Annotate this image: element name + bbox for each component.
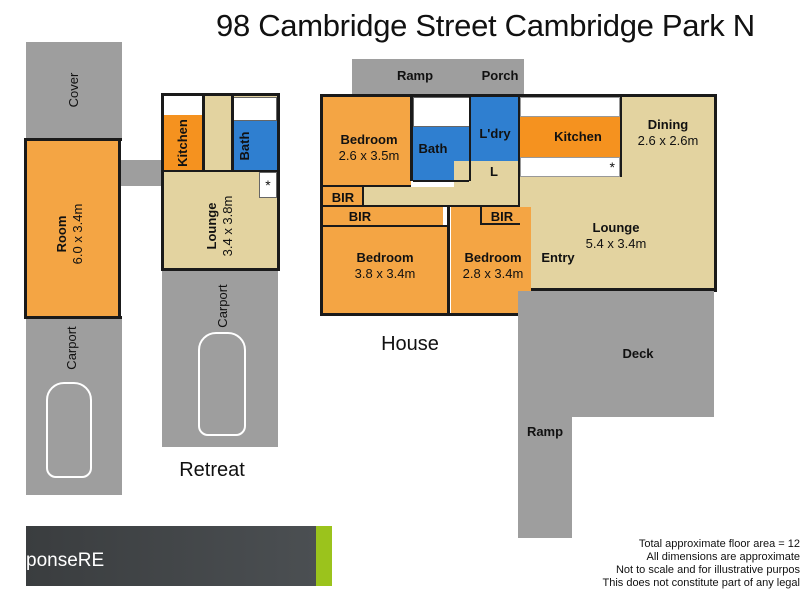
brand-banner xyxy=(26,526,316,586)
footer-line-3: Not to scale and for illustrative purpos xyxy=(615,564,800,576)
hall-label: L xyxy=(490,164,498,179)
porch-label: Porch xyxy=(481,68,519,83)
laundry-area xyxy=(471,97,519,161)
page-title: 98 Cambridge Street Cambridge Park N xyxy=(216,8,755,43)
carport-mid-area xyxy=(162,271,278,447)
house-lounge-name: Lounge xyxy=(592,220,640,235)
ramp-bottom-label: Ramp xyxy=(526,424,564,439)
car-icon xyxy=(46,382,92,478)
ramp-bottom-area xyxy=(518,340,572,538)
bir3-label: BIR xyxy=(490,209,514,224)
retreat-kitchen-label: Kitchen xyxy=(175,119,190,167)
bedroom1-dimension: 2.6 x 3.5m xyxy=(338,148,400,163)
bir2-label: BIR xyxy=(348,209,372,224)
bir1-area xyxy=(323,187,363,207)
bedroom3-dimension: 2.8 x 3.4m xyxy=(462,266,524,281)
bedroom2-name: Bedroom xyxy=(356,250,414,265)
house-kitchen-counter xyxy=(520,97,620,117)
retreat-bath-label: Bath xyxy=(237,131,252,161)
hall-area xyxy=(454,161,520,206)
retreat-lounge-label: Lounge 3.4 x 3.8m xyxy=(204,176,236,276)
bedroom1-area xyxy=(323,97,411,187)
house-kitchen-label: Kitchen xyxy=(554,129,602,144)
carport-mid-label: Carport xyxy=(215,284,230,328)
bedroom3-label: Bedroom 2.8 x 3.4m xyxy=(451,250,535,282)
bedroom2-dimension: 3.8 x 3.4m xyxy=(354,266,416,281)
house-lounge-label: Lounge 5.4 x 3.4m xyxy=(556,220,676,252)
cover-area xyxy=(26,42,122,140)
ramp-top-area xyxy=(352,59,476,97)
dining-dimension: 2.6 x 2.6m xyxy=(637,133,699,148)
bedroom2-area xyxy=(323,227,447,313)
room-dimension: 6.0 x 3.4m xyxy=(70,203,85,265)
room-name: Room xyxy=(54,215,69,253)
bir2-area xyxy=(323,207,443,227)
bir1-label: BIR xyxy=(331,190,355,205)
brand-accent xyxy=(316,526,332,586)
porch-area xyxy=(476,59,524,97)
retreat-hws: * xyxy=(259,172,277,198)
house-lounge-area xyxy=(520,177,714,289)
retreat-shower xyxy=(233,97,277,121)
retreat-lounge-dimension: 3.4 x 3.8m xyxy=(220,195,235,257)
house-bath-label: Bath xyxy=(418,141,448,156)
dining-label: Dining 2.6 x 2.6m xyxy=(622,117,714,149)
ramp-top-label: Ramp xyxy=(396,68,434,83)
room-label: Room 6.0 x 3.4m xyxy=(54,184,86,284)
footer-line-1: Total approximate floor area = 12 xyxy=(638,538,800,550)
car-icon xyxy=(198,332,246,436)
breezeway xyxy=(121,160,163,186)
bedroom1-name: Bedroom xyxy=(340,132,398,147)
cover-label: Cover xyxy=(66,72,81,108)
retreat-lounge-name: Lounge xyxy=(204,202,219,250)
dining-name: Dining xyxy=(647,117,689,132)
bedroom1-label: Bedroom 2.6 x 3.5m xyxy=(323,132,415,164)
house-lounge-dimension: 5.4 x 3.4m xyxy=(585,236,647,251)
laundry-label: L'dry xyxy=(479,126,511,141)
footer-line-4: This does not constitute part of any leg… xyxy=(602,577,800,589)
retreat-kitchen-area xyxy=(163,115,203,171)
house-shower xyxy=(413,97,471,127)
corridor-area xyxy=(363,187,463,207)
house-kitchen-area xyxy=(520,117,620,157)
bedroom3-name: Bedroom xyxy=(464,250,522,265)
room-area xyxy=(26,140,120,318)
bedroom2-label: Bedroom 3.8 x 3.4m xyxy=(330,250,440,282)
retreat-title: Retreat xyxy=(179,459,245,481)
brand-logo-text: ponseRE xyxy=(26,550,105,571)
house-kitchen-bench: * xyxy=(520,157,620,177)
entry-label: Entry xyxy=(541,250,575,265)
footer-line-2: All dimensions are approximate xyxy=(646,551,800,563)
retreat-kitchen-counter xyxy=(163,95,203,115)
retreat-bath-area xyxy=(233,121,277,171)
carport-left-label: Carport xyxy=(64,326,79,370)
house-title: House xyxy=(381,333,439,355)
deck-label: Deck xyxy=(622,346,654,361)
